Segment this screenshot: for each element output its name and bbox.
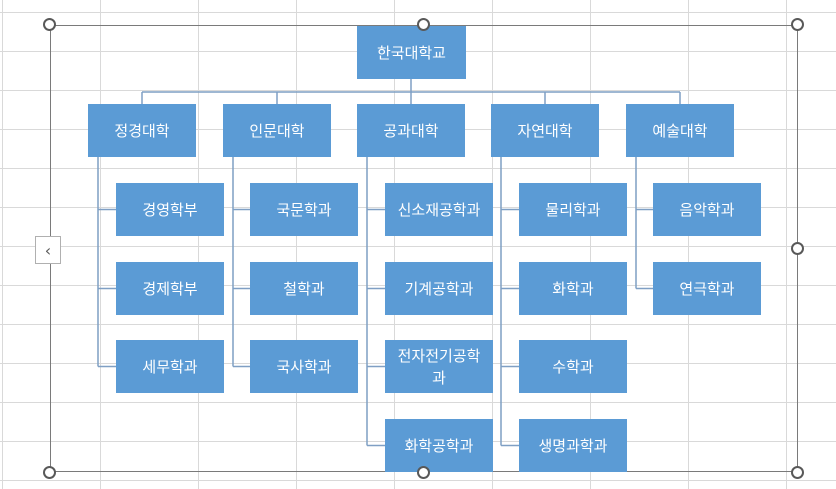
resize-handle-top-left[interactable] bbox=[43, 18, 56, 31]
department-node[interactable]: 국문학과 bbox=[250, 183, 358, 236]
resize-handle-top-right[interactable] bbox=[791, 18, 804, 31]
department-node[interactable]: 세무학과 bbox=[116, 340, 224, 393]
department-node[interactable]: 신소재공학과 bbox=[385, 183, 493, 236]
root-node[interactable]: 한국대학교 bbox=[357, 26, 466, 79]
resize-handle-right[interactable] bbox=[791, 242, 804, 255]
college-node[interactable]: 인문대학 bbox=[223, 104, 331, 157]
department-node[interactable]: 화학과 bbox=[519, 262, 627, 315]
department-node[interactable]: 수학과 bbox=[519, 340, 627, 393]
resize-handle-bottom-right[interactable] bbox=[791, 466, 804, 479]
department-node[interactable]: 화학공학과 bbox=[385, 419, 493, 472]
college-node[interactable]: 예술대학 bbox=[626, 104, 734, 157]
department-node[interactable]: 전자전기공학과 bbox=[385, 340, 493, 393]
text-pane-toggle-button[interactable]: ‹ bbox=[35, 236, 61, 264]
department-node[interactable]: 국사학과 bbox=[250, 340, 358, 393]
college-node[interactable]: 공과대학 bbox=[357, 104, 465, 157]
resize-handle-top[interactable] bbox=[417, 18, 430, 31]
department-node[interactable]: 물리학과 bbox=[519, 183, 627, 236]
department-node[interactable]: 철학과 bbox=[250, 262, 358, 315]
resize-handle-bottom[interactable] bbox=[417, 466, 430, 479]
department-node[interactable]: 음악학과 bbox=[653, 183, 761, 236]
department-node[interactable]: 경영학부 bbox=[116, 183, 224, 236]
college-node[interactable]: 자연대학 bbox=[491, 104, 599, 157]
department-node[interactable]: 경제학부 bbox=[116, 262, 224, 315]
college-node[interactable]: 정경대학 bbox=[88, 104, 196, 157]
chevron-left-icon: ‹ bbox=[44, 240, 52, 260]
resize-handle-bottom-left[interactable] bbox=[43, 466, 56, 479]
department-node[interactable]: 생명과학과 bbox=[519, 419, 627, 472]
department-node[interactable]: 연극학과 bbox=[653, 262, 761, 315]
department-node[interactable]: 기계공학과 bbox=[385, 262, 493, 315]
